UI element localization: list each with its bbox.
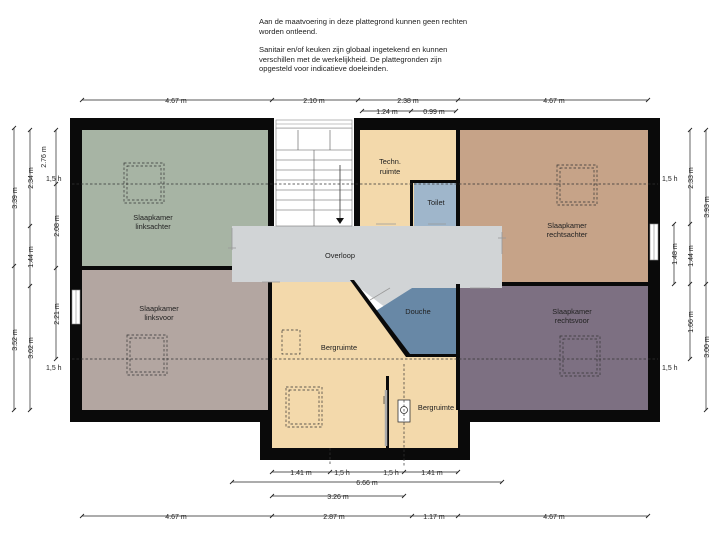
stairs — [275, 127, 353, 227]
label-rechtsachter-1: Slaapkamer — [547, 221, 587, 230]
dim-top-1: 4.67 m — [165, 98, 187, 105]
label-overloop: Overloop — [325, 251, 355, 260]
label-rechtsvoor-2: rechtsvoor — [555, 316, 590, 325]
dimension-texts: 4.67 m 2.10 m 2.38 m 4.67 m 1.24 m 0.99 … — [12, 98, 711, 521]
door-marks — [228, 223, 506, 446]
label-linksvoor-1: Slaapkamer — [139, 304, 179, 313]
dim-bottom3: 3.26 m — [327, 494, 349, 501]
dim-right-h-2: 1,5 h — [662, 365, 678, 372]
dim-bottom-row-2: 2.87 m — [323, 514, 345, 521]
room-bergruimte-main[interactable] — [272, 282, 408, 448]
dim-left-mid-2: 1.44 m — [28, 246, 35, 268]
disclaimer-line-2: Sanitair en/of keuken zijn globaal inget… — [259, 45, 448, 74]
dim-right-outer-1: 3.93 m — [704, 196, 711, 218]
dim-left-outer-2: 3.52 m — [12, 329, 19, 351]
height-lines — [72, 183, 658, 466]
stair-arrow-icon — [336, 218, 344, 224]
dim-top-4: 4.67 m — [543, 98, 565, 105]
dim-right-mid-2: 1.44 m — [688, 245, 695, 267]
dim-bottom1-3: 1,5 h — [383, 470, 399, 477]
dim-top-sub-2: 0.99 m — [423, 109, 445, 116]
label-rechtsvoor-1: Slaapkamer — [552, 307, 592, 316]
label-techn-2: ruimte — [380, 167, 401, 176]
dim-bottom-row-3: 1.17 m — [423, 514, 445, 521]
dim-left-mid-1: 2.34 m — [28, 167, 35, 189]
dim-right-mid-1: 2.33 m — [688, 167, 695, 189]
dim-bottom1-4: 1.41 m — [421, 470, 443, 477]
dim-top-sub-1: 1.24 m — [376, 109, 398, 116]
dim-right-mid-3: 1.66 m — [688, 311, 695, 333]
dim-right-outer-2: 3.00 m — [704, 336, 711, 358]
dim-right-inner: 1.48 m — [672, 243, 679, 265]
label-bergruimte-main: Bergruimte — [321, 343, 357, 352]
dim-bottom1-1: 1.41 m — [290, 470, 312, 477]
dim-bottom-row-4: 4.67 m — [543, 514, 565, 521]
dim-left-inner-3: 2.21 m — [54, 303, 61, 325]
dim-bottom-row-1: 4.67 m — [165, 514, 187, 521]
room-labels: Slaapkamer linksachter Slaapkamer linksv… — [133, 157, 592, 412]
room-toilet[interactable] — [414, 182, 458, 226]
disclaimer: Aan de maatvoering in deze plattegrond k… — [259, 17, 469, 83]
dim-top-3: 2.38 m — [397, 98, 419, 105]
walls — [70, 118, 660, 460]
dimension-lines — [11, 97, 709, 519]
label-linksachter-1: Slaapkamer — [133, 213, 173, 222]
dim-left-inner-2: 2.08 m — [54, 215, 61, 237]
label-douche: Douche — [405, 307, 430, 316]
label-linksvoor-2: linksvoor — [144, 313, 174, 322]
dim-left-mid-3: 3.02 m — [28, 337, 35, 359]
label-rechtsachter-2: rechtsachter — [547, 230, 588, 239]
dim-right-h-1: 1,5 h — [662, 176, 678, 183]
room-fills — [82, 126, 648, 448]
dim-left-outer-1: 3.39 m — [12, 187, 19, 209]
dim-left-h-2: 1,5 h — [46, 365, 62, 372]
room-slaapkamer-rechtsvoor[interactable] — [458, 284, 648, 410]
dim-bottom2: 6.66 m — [356, 480, 378, 487]
room-overloop[interactable] — [232, 226, 502, 308]
label-linksachter-2: linksachter — [135, 222, 171, 231]
dim-bottom1-2: 1,5 h — [334, 470, 350, 477]
room-slaapkamer-linksvoor[interactable] — [82, 268, 272, 410]
dim-left-h-1: 1,5 h — [46, 176, 62, 183]
dim-top-2: 2.10 m — [303, 98, 325, 105]
dim-left-inner-1: 2.76 m — [41, 146, 48, 168]
windows — [71, 119, 659, 325]
label-techn-1: Techn. — [379, 157, 401, 166]
label-bergruimte-small: Bergruimte — [418, 403, 454, 412]
label-toilet: Toilet — [427, 198, 444, 207]
roof-windows — [123, 162, 601, 428]
disclaimer-line-1: Aan de maatvoering in deze plattegrond k… — [259, 17, 468, 36]
